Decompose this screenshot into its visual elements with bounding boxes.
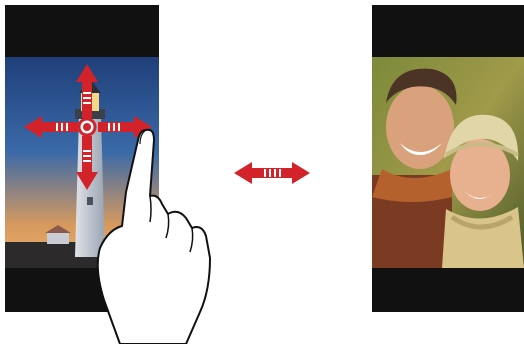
hand-pointer-icon xyxy=(98,130,210,344)
touch-point-icon xyxy=(79,119,95,135)
swap-arrow-icon xyxy=(234,162,310,184)
